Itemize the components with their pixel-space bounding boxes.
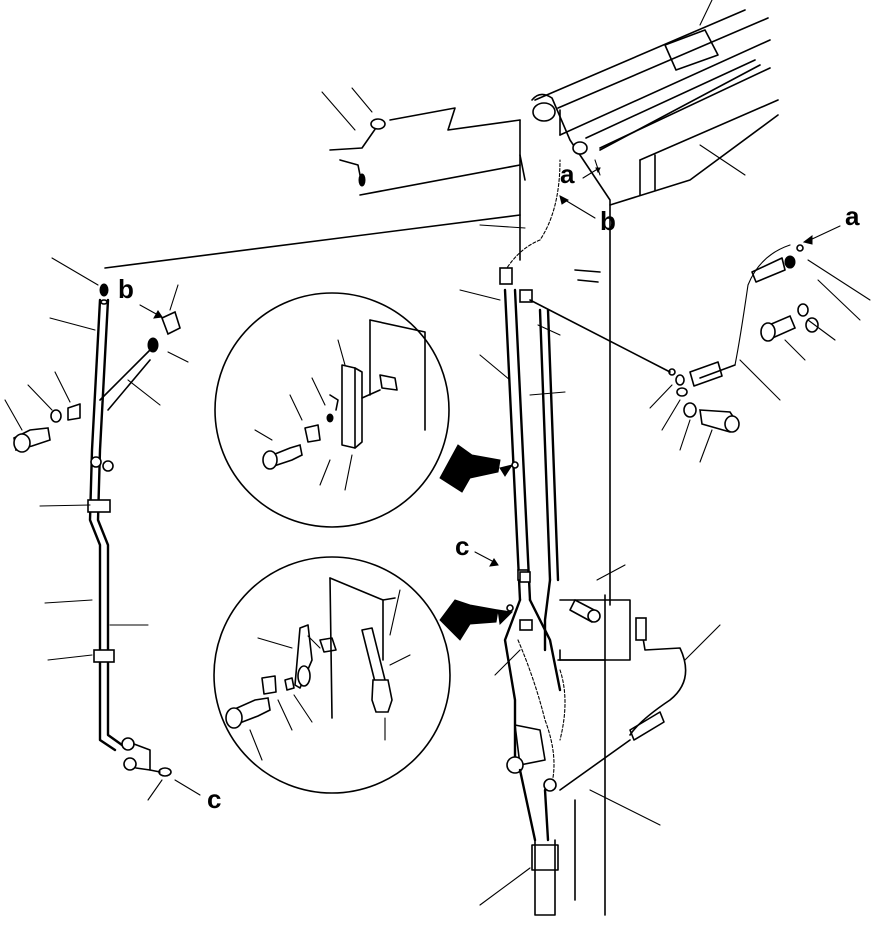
label-b-left: b	[118, 274, 134, 304]
detail-pointer-arrows	[439, 444, 514, 641]
boom-structure	[519, 9, 779, 916]
label-c-bottom: c	[207, 784, 221, 814]
label-a-right: a	[845, 201, 860, 231]
reference-labels: a b a b c c	[118, 159, 860, 814]
left-pipe-assembly	[13, 214, 521, 777]
label-c-middle: c	[455, 531, 469, 561]
detail-circle-lower	[213, 556, 451, 794]
label-a-upper: a	[560, 159, 575, 189]
upper-hose-detail	[329, 107, 526, 196]
right-hose-assembly	[529, 244, 819, 433]
lower-right-hose	[559, 599, 687, 791]
label-b-upper: b	[600, 206, 616, 236]
callout-leaders	[4, 0, 871, 906]
detail-circle-upper	[214, 292, 450, 528]
main-pipes	[499, 159, 601, 842]
